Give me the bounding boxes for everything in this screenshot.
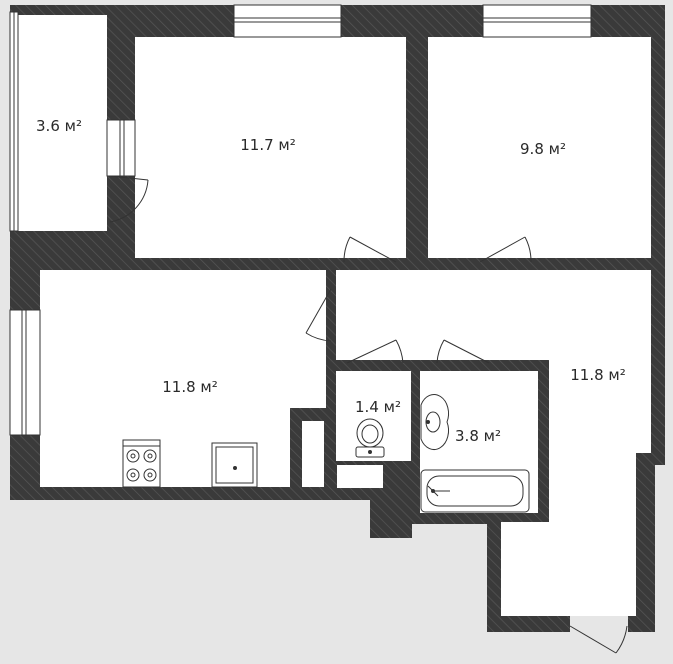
windows	[9, 4, 592, 436]
area-labels: 3.6 м² 11.7 м² 9.8 м² 11.8 м² 11.8 м² 1.…	[36, 117, 626, 445]
toilet-bowl	[355, 418, 385, 458]
bathtub	[420, 469, 530, 513]
area-label-bedroom-1: 11.7 м²	[240, 136, 296, 154]
rooms	[18, 15, 651, 616]
kitchen-sink	[211, 442, 258, 488]
area-label-bedroom-2: 9.8 м²	[520, 140, 566, 158]
stove	[122, 439, 161, 488]
door-toilet	[346, 339, 404, 364]
area-label-toilet: 1.4 м²	[355, 398, 401, 416]
window-bedroom-2	[482, 4, 592, 38]
door-bedroom-1	[343, 236, 397, 263]
area-label-bathroom: 3.8 м²	[455, 427, 501, 445]
room-corridor-small	[337, 465, 383, 488]
door-bedroom-2	[479, 236, 532, 263]
fixtures	[122, 393, 530, 513]
room-balcony	[18, 15, 107, 231]
room-bedroom-2	[428, 37, 651, 258]
doors	[109, 175, 628, 654]
room-hallway	[336, 270, 651, 616]
window-kitchen	[9, 309, 41, 436]
door-bathroom	[436, 339, 490, 364]
room-bedroom-1	[135, 37, 406, 258]
door-balcony	[109, 175, 149, 223]
door-kitchen	[305, 288, 332, 342]
area-label-kitchen: 11.8 м²	[162, 378, 218, 396]
door-entrance	[569, 625, 628, 654]
room-corridor-niche	[302, 421, 324, 487]
window-balcony-door	[106, 119, 136, 177]
bathroom-sink	[420, 393, 449, 451]
area-label-hallway: 11.8 м²	[570, 366, 626, 384]
window-bedroom-1	[233, 4, 342, 38]
room-kitchen	[40, 270, 326, 487]
window-balcony-left	[9, 11, 19, 232]
area-label-balcony: 3.6 м²	[36, 117, 82, 135]
